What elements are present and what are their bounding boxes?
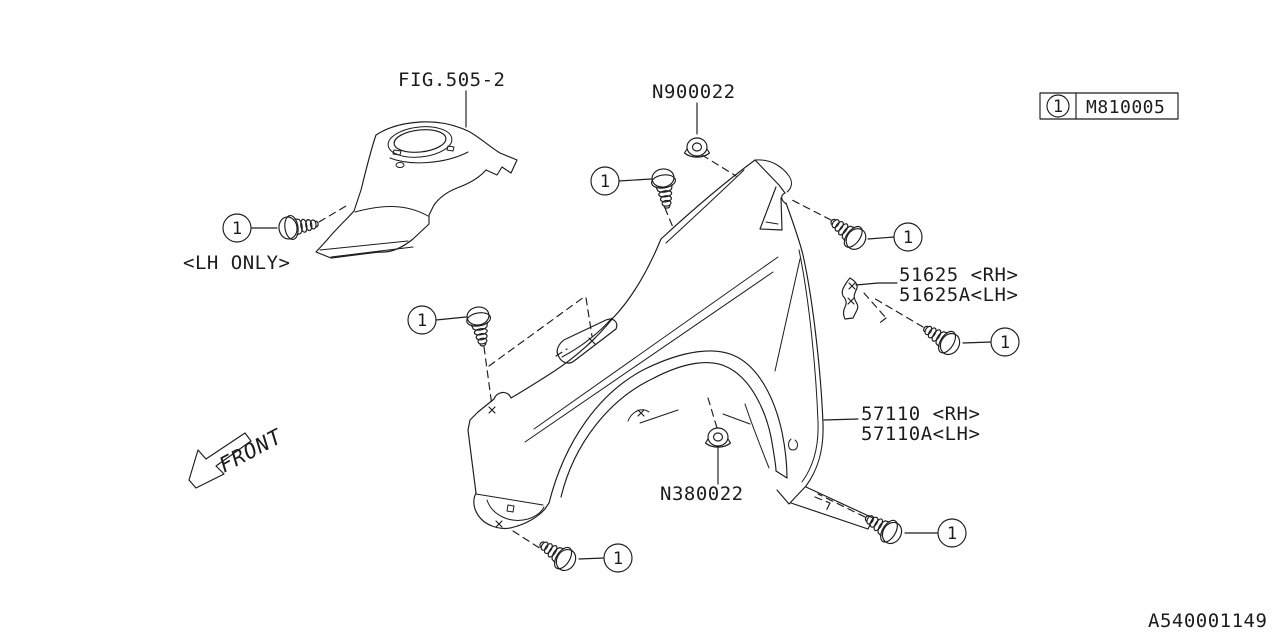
callout-1: 1: [904, 518, 967, 548]
lh-only-note: <LH ONLY>: [183, 252, 290, 274]
bolt-icon: [823, 210, 871, 255]
callout-1: 1: [962, 327, 1020, 357]
callout-1: 1: [590, 166, 652, 196]
ref-table-callout: 1: [1053, 97, 1063, 117]
bolt-icon: [649, 166, 680, 211]
callout-balloons: 1 1 1 1 1 1 1: [222, 166, 1020, 573]
bolt-icon: [464, 304, 496, 349]
fender-panel-drawing: [467, 159, 874, 530]
part-label-n380022[interactable]: N380022: [660, 483, 744, 505]
nut-icon: [683, 137, 711, 158]
front-label: FRONT: [215, 424, 287, 477]
fasteners: [276, 137, 965, 576]
wheel-arch: [548, 350, 788, 504]
figure-ref-label[interactable]: FIG.505-2: [398, 69, 505, 91]
bracket-51625-drawing: [841, 277, 859, 320]
nut-icon: [704, 427, 732, 448]
svg-text:1: 1: [232, 219, 242, 239]
fender-liner-drawing: [315, 121, 518, 259]
svg-text:1: 1: [613, 549, 623, 569]
svg-text:1: 1: [1000, 333, 1010, 353]
bolt-icon: [533, 532, 581, 576]
part-label-57110-lh[interactable]: 57110A<LH>: [861, 423, 980, 445]
svg-text:1: 1: [903, 228, 913, 248]
ref-table[interactable]: 1 M810005: [1039, 92, 1179, 120]
bolt-icon: [859, 506, 907, 549]
front-corner-detail: [473, 492, 550, 529]
part-label-51625-rh[interactable]: 51625 <RH>: [899, 264, 1018, 286]
hem-stay: [556, 318, 618, 364]
svg-text:1: 1: [947, 524, 957, 544]
callout-1: 1: [222, 213, 278, 243]
svg-text:1: 1: [417, 311, 427, 331]
front-arrow-icon: [188, 432, 252, 489]
bolt-icon: [276, 211, 321, 242]
attachment-marks: [488, 337, 645, 528]
front-direction: FRONT: [188, 424, 287, 489]
part-label-n900022[interactable]: N900022: [652, 81, 736, 103]
callout-1: 1: [867, 222, 923, 252]
ref-table-part-no: M810005: [1086, 97, 1165, 118]
label-leader-lines: [465, 90, 898, 485]
hidden-leader-lines: [318, 154, 924, 550]
doc-number: A540001149: [1148, 610, 1267, 632]
callout-1: 1: [578, 543, 633, 573]
callout-1: 1: [407, 305, 467, 335]
bolt-icon: [917, 317, 965, 360]
part-label-51625-lh[interactable]: 51625A<LH>: [899, 284, 1018, 306]
svg-text:1: 1: [600, 172, 610, 192]
part-label-57110-rh[interactable]: 57110 <RH>: [861, 403, 980, 425]
